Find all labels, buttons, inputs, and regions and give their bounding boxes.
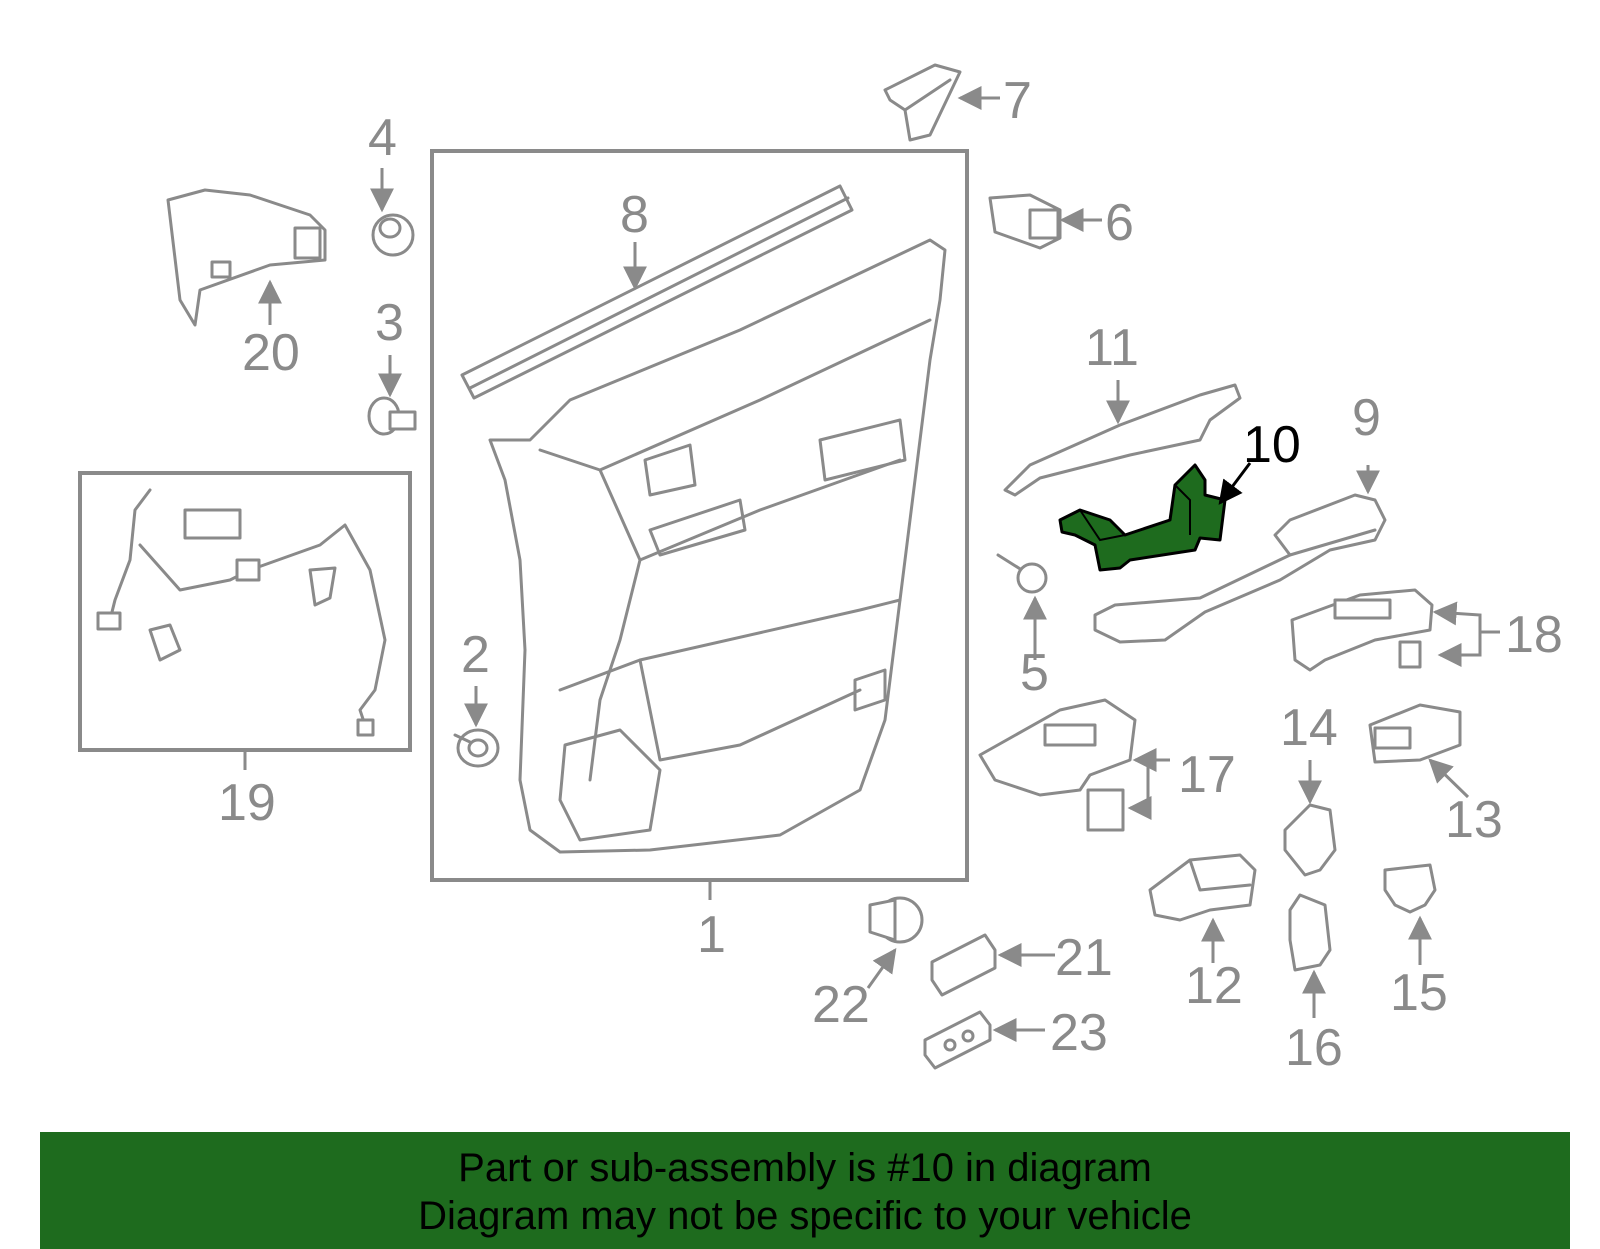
info-banner: Part or sub-assembly is #10 in diagram D… (40, 1132, 1570, 1249)
callout-labels: 1 2 3 4 5 6 7 8 9 10 11 12 13 14 15 16 1… (218, 72, 1563, 1077)
callout-3[interactable]: 3 (375, 294, 404, 352)
bracket-7-part (883, 63, 962, 142)
socket-15-part (1383, 863, 1437, 914)
callout-6[interactable]: 6 (1105, 194, 1134, 252)
callout-1[interactable]: 1 (697, 906, 726, 964)
switch-panel-17-part (978, 698, 1137, 832)
leader-lines (243, 86, 1500, 1042)
banner-line-2: Diagram may not be specific to your vehi… (418, 1194, 1192, 1238)
screw-5-part (996, 553, 1048, 594)
switch-16-part (1288, 893, 1332, 972)
callout-9[interactable]: 9 (1352, 389, 1381, 447)
clip-3-part (367, 396, 417, 436)
clip-4-part (371, 213, 415, 257)
bulb-22-part (868, 896, 924, 944)
banner-line-1: Part or sub-assembly is #10 in diagram (458, 1146, 1152, 1190)
door-trim-panel (488, 238, 947, 854)
callout-23[interactable]: 23 (1050, 1004, 1108, 1062)
speaker-bracket-20-part (166, 188, 327, 327)
callout-4[interactable]: 4 (368, 109, 397, 167)
switch-6-part (988, 193, 1062, 250)
armrest-bracket-10-part (1058, 463, 1227, 572)
pad-21-part (930, 933, 997, 997)
callout-7[interactable]: 7 (1003, 72, 1032, 130)
callout-2[interactable]: 2 (461, 626, 490, 684)
armrest-9-part (1093, 493, 1387, 644)
wire-harness-part (96, 488, 387, 737)
callout-21[interactable]: 21 (1055, 929, 1113, 987)
switch-12-part (1148, 853, 1257, 922)
switch-13-part (1368, 703, 1462, 764)
switch-14-part (1283, 803, 1337, 877)
callout-8[interactable]: 8 (620, 186, 649, 244)
callout-18[interactable]: 18 (1505, 606, 1563, 664)
callout-16[interactable]: 16 (1285, 1019, 1343, 1077)
callout-19[interactable]: 19 (218, 774, 276, 832)
switch-panel-18-part (1290, 588, 1434, 672)
callout-14[interactable]: 14 (1280, 699, 1338, 757)
clip-2-part (453, 728, 500, 768)
callout-17[interactable]: 17 (1178, 746, 1236, 804)
callout-20[interactable]: 20 (242, 324, 300, 382)
callout-10[interactable]: 10 (1243, 416, 1301, 474)
pad-23-part (923, 1010, 992, 1070)
callout-12[interactable]: 12 (1185, 957, 1243, 1015)
garnish-11-part (1003, 383, 1242, 497)
weatherstrip-part (460, 184, 854, 400)
callout-22[interactable]: 22 (812, 976, 870, 1034)
callout-13[interactable]: 13 (1445, 791, 1503, 849)
callout-11[interactable]: 11 (1085, 319, 1139, 377)
callout-15[interactable]: 15 (1390, 964, 1448, 1022)
callout-5[interactable]: 5 (1020, 644, 1049, 702)
